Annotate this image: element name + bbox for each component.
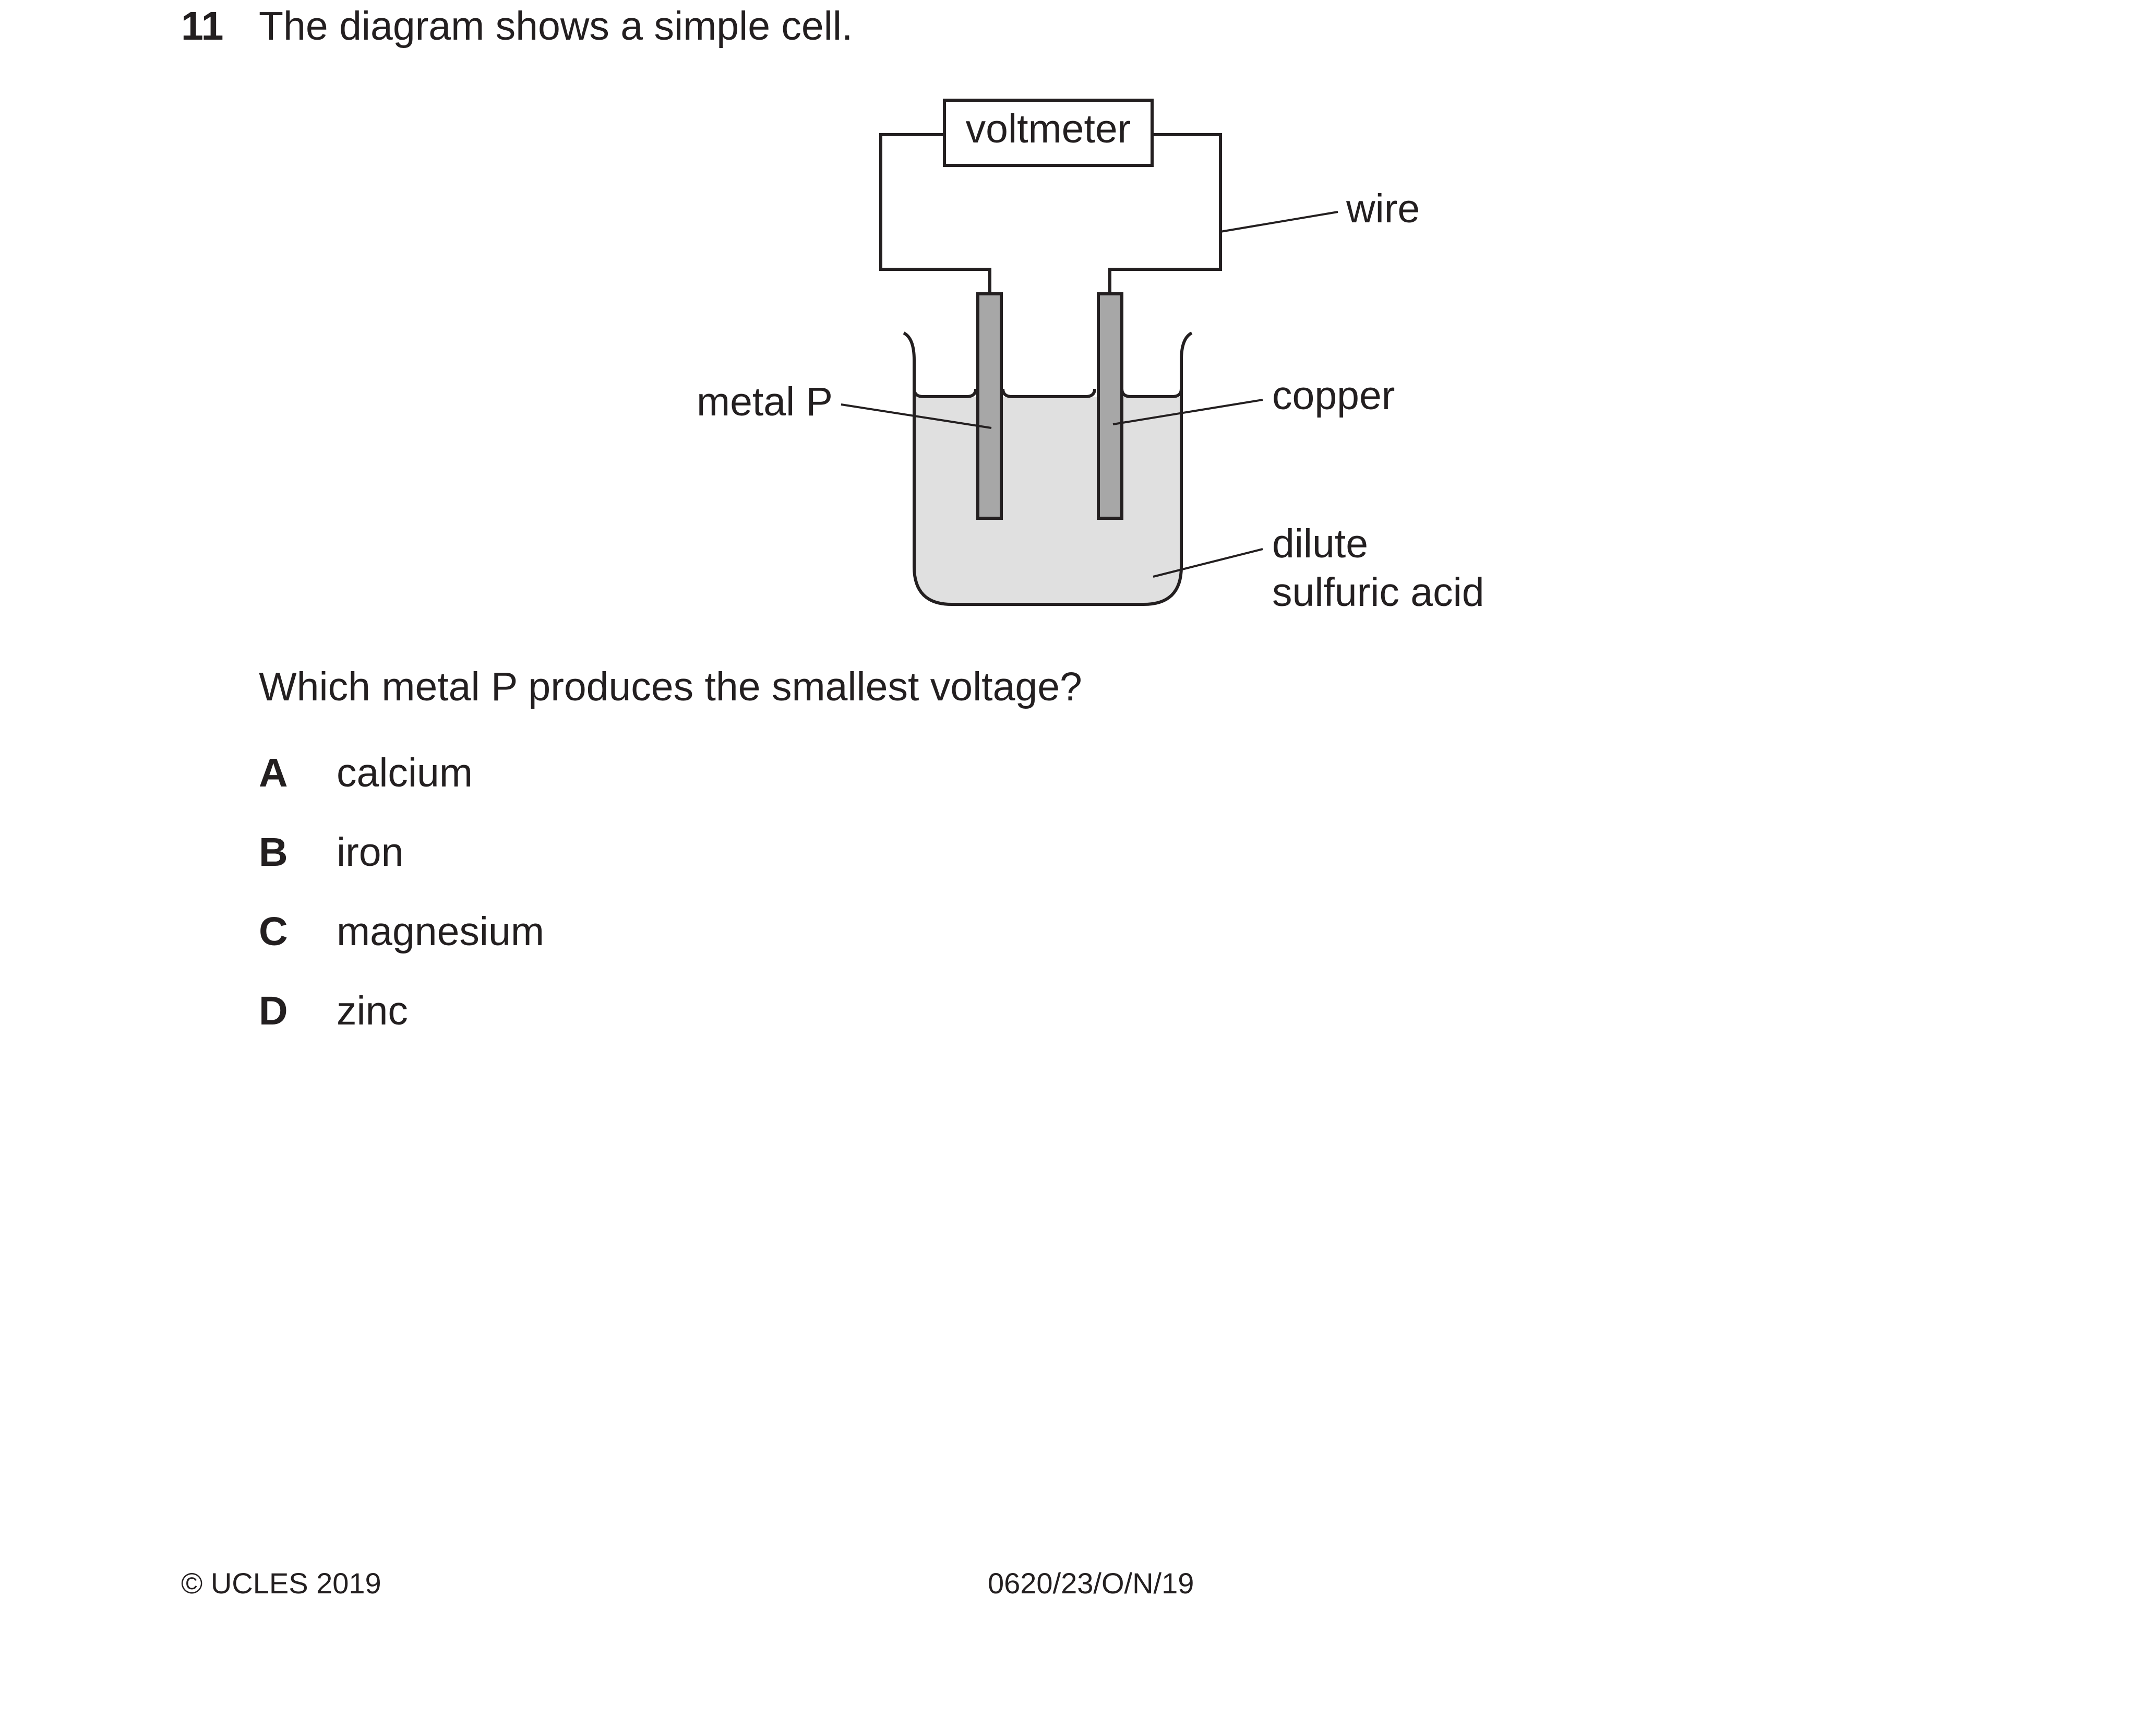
voltmeter-box [943,99,1154,167]
footer-paper-code: 0620/23/O/N/19 [988,1567,1194,1600]
option-a-text: calcium [337,750,473,795]
option-a-letter: A [259,750,288,795]
option-d-text: zinc [337,988,408,1033]
question-number: 11 [181,4,224,49]
wire-label: wire [1346,186,1420,231]
liquid-surface [913,388,1183,398]
metal-p-electrode [976,292,1003,520]
footer-copyright: © UCLES 2019 [181,1567,381,1600]
copper-label: copper [1272,373,1395,418]
copper-leader [1112,399,1263,425]
option-c-letter: C [259,909,288,954]
metal-p-leader [841,403,992,429]
circuit-wire-left [879,133,991,294]
copper-electrode [1097,292,1123,520]
question-prompt: Which metal P produces the smallest volt… [259,664,1082,709]
acid-leader [1153,548,1263,578]
voltmeter-label: voltmeter [966,106,1131,151]
question-stem: The diagram shows a simple cell. [259,4,853,49]
option-b-letter: B [259,830,288,875]
option-c-text: magnesium [337,909,545,954]
circuit-wire-right [1108,133,1222,294]
simple-cell-diagram: voltmeter wire metal P copper dilute sul… [697,99,1484,615]
wire-leader [1220,211,1338,233]
acid-liquid [914,397,1181,604]
beaker [903,331,1193,606]
option-b-text: iron [337,830,404,875]
acid-label-line2: sulfuric acid [1272,570,1484,615]
metal-p-label: metal P [697,379,833,424]
acid-label-line1: dilute [1272,521,1368,566]
option-d-letter: D [259,988,288,1033]
